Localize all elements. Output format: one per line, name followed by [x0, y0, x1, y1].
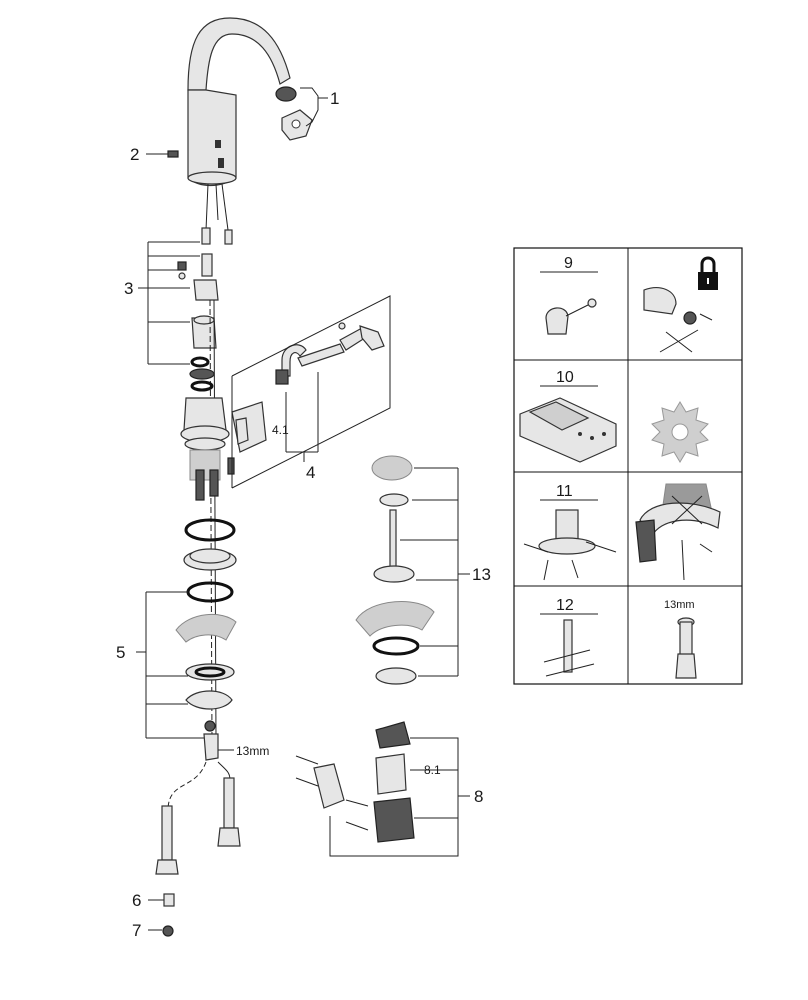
- callout-6: 6: [132, 891, 141, 910]
- faucet-spout: [187, 17, 291, 187]
- callout-2: 2: [130, 145, 139, 164]
- fixing-parts: [177, 253, 219, 368]
- wrench-size-label: 13mm: [236, 744, 269, 758]
- set-screw: [167, 150, 179, 158]
- callout-4: 4: [306, 463, 315, 482]
- callout-7: 7: [132, 921, 141, 940]
- callout-5: 5: [116, 643, 125, 662]
- callout-8-1: 8.1: [424, 763, 441, 777]
- angle-valve-connector: [275, 322, 385, 385]
- service-key: [543, 619, 595, 677]
- drain-set: [355, 455, 435, 685]
- table-label-12: 12: [556, 597, 574, 614]
- bracket-4-1: [231, 401, 267, 453]
- service-parts-table: [513, 247, 743, 685]
- table-label-9: 9: [564, 255, 573, 272]
- callout-3: 3: [124, 279, 133, 298]
- callout-1: 1: [330, 89, 339, 108]
- counter-part: [175, 613, 237, 761]
- battery-box-set: [295, 721, 415, 843]
- cartridge-install-symbol: [635, 483, 721, 581]
- cartridge-assembly: [523, 509, 617, 581]
- settings-gear-icon: [651, 401, 709, 463]
- lock-screw-symbol: [643, 287, 713, 353]
- supply-hoses: [155, 777, 241, 875]
- escutcheon-screw: [545, 298, 597, 335]
- seal-rings: [183, 518, 237, 603]
- callout-4-1: 4.1: [272, 423, 289, 437]
- table-label-13mm: 13mm: [664, 599, 695, 611]
- remote-control: [519, 397, 617, 463]
- mounting-assembly: [180, 368, 235, 501]
- table-label-11: 11: [556, 483, 573, 500]
- aerator-part: [275, 86, 313, 141]
- socket-wrench: [675, 617, 697, 679]
- callout-13: 13: [472, 565, 491, 584]
- lock-icon: [698, 256, 718, 290]
- table-label-10: 10: [556, 369, 574, 386]
- callout-8: 8: [474, 787, 483, 806]
